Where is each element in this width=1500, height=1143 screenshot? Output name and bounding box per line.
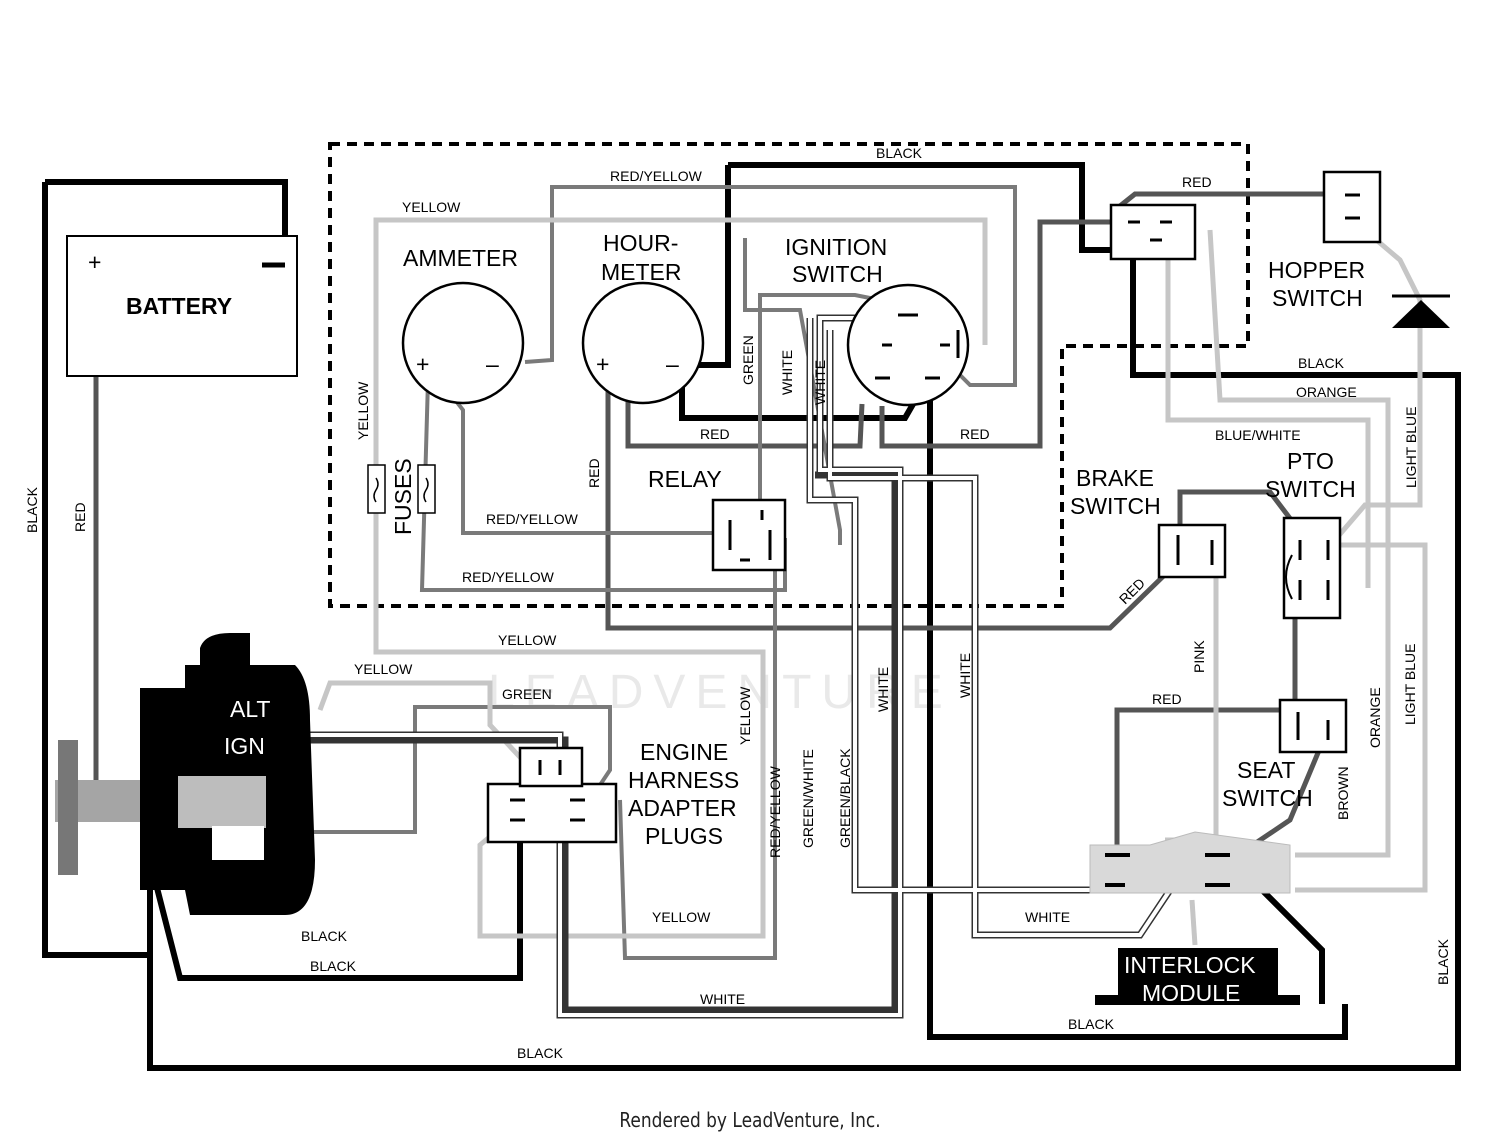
hopper-switch-label-line1: HOPPER xyxy=(1268,257,1365,283)
label-black-right-lower: BLACK xyxy=(1435,938,1451,985)
hour-meter: HOUR- METER + – xyxy=(581,230,705,405)
battery: BATTERY + xyxy=(66,235,298,377)
label-green-white: GREEN/WHITE xyxy=(800,749,816,848)
ammeter-negative-terminal: – xyxy=(486,351,499,377)
engine-harness-label-line4: PLUGS xyxy=(645,823,723,849)
label-black-right: BLACK xyxy=(1298,355,1345,371)
label-green-black: GREEN/BLACK xyxy=(837,748,853,848)
label-blue-white: BLUE/WHITE xyxy=(1215,427,1301,443)
relay: RELAY xyxy=(648,466,787,572)
alt-terminal-label: ALT xyxy=(230,696,270,722)
hour-meter-label-line2: METER xyxy=(601,259,682,285)
label-green-ignition: GREEN xyxy=(740,335,756,385)
label-red-yellow-lower: RED/YELLOW xyxy=(462,569,555,585)
label-white-ignition-2: WHITE xyxy=(812,360,828,405)
fuses: FUSES xyxy=(367,458,436,535)
interlock-module-label-line2: MODULE xyxy=(1142,980,1240,1006)
label-yellow-fuses: YELLOW xyxy=(355,381,371,440)
hour-meter-label-line1: HOUR- xyxy=(603,230,678,256)
engine-harness-adapter-plugs: ENGINE HARNESS ADAPTER PLUGS xyxy=(486,739,739,849)
hopper-switch-label-line2: SWITCH xyxy=(1272,285,1363,311)
yellow-and-blue-wires xyxy=(317,217,1428,946)
label-red-battery: RED xyxy=(72,502,88,532)
label-light-blue-seat: LIGHT BLUE xyxy=(1402,644,1418,725)
pto-switch: PTO SWITCH xyxy=(1265,448,1356,620)
label-light-blue-top: LIGHT BLUE xyxy=(1403,407,1419,488)
engine-harness-label-line2: HARNESS xyxy=(628,767,739,793)
label-white-mid-2: WHITE xyxy=(957,653,973,698)
label-yellow-bottom: YELLOW xyxy=(652,909,711,925)
fuses-label: FUSES xyxy=(390,458,416,535)
label-green-engine: GREEN xyxy=(502,686,552,702)
ignition-switch: IGNITION SWITCH xyxy=(785,234,970,407)
brake-switch-label-line1: BRAKE xyxy=(1076,465,1154,491)
label-red-yellow-relay: RED/YELLOW xyxy=(486,511,579,527)
ign-terminal-label: IGN xyxy=(224,733,265,759)
wire-labels: BLACK RED/YELLOW YELLOW RED BLACK ORANGE… xyxy=(24,145,1451,1061)
engine-harness-label-line1: ENGINE xyxy=(640,739,728,765)
label-orange-top: ORANGE xyxy=(1296,384,1357,400)
hour-meter-negative-terminal: – xyxy=(666,351,679,377)
pto-switch-label-line1: PTO xyxy=(1287,448,1334,474)
brake-switch: BRAKE SWITCH xyxy=(1070,465,1227,579)
label-white-ignition-1: WHITE xyxy=(779,350,795,395)
footer-credit: Rendered by LeadVenture, Inc. xyxy=(619,1108,881,1132)
label-yellow-alt: YELLOW xyxy=(354,661,413,677)
ammeter-label: AMMETER xyxy=(403,245,518,271)
label-white-bottom: WHITE xyxy=(700,991,745,1007)
ignition-switch-label-line2: SWITCH xyxy=(792,261,883,287)
brake-switch-label-line2: SWITCH xyxy=(1070,493,1161,519)
label-brown: BROWN xyxy=(1335,766,1351,820)
label-red-yellow-top: RED/YELLOW xyxy=(610,168,703,184)
interlock-module: INTERLOCK MODULE xyxy=(1089,831,1300,1006)
watermark: LEADVENTURE xyxy=(488,666,953,719)
label-white-mid-1: WHITE xyxy=(875,667,891,712)
label-orange-seat: ORANGE xyxy=(1367,687,1383,748)
label-white-interlock: WHITE xyxy=(1025,909,1070,925)
seat-switch-label-line2: SWITCH xyxy=(1222,785,1313,811)
relay-label: RELAY xyxy=(648,466,722,492)
label-yellow-engine: YELLOW xyxy=(737,686,753,745)
hopper-switch: HOPPER SWITCH xyxy=(1268,170,1450,328)
seat-switch: SEAT SWITCH xyxy=(1222,698,1348,811)
label-red-seat: RED xyxy=(1152,691,1182,707)
label-black-bottom: BLACK xyxy=(517,1045,564,1061)
label-red-hourmeter: RED xyxy=(700,426,730,442)
label-red-yellow-engine: RED/YELLOW xyxy=(767,765,783,858)
dash-panel-boundary xyxy=(328,142,1250,608)
diode-icon xyxy=(1392,300,1450,328)
label-red-relay: RED xyxy=(586,458,602,488)
hour-meter-positive-terminal: + xyxy=(596,351,609,377)
label-black-battery: BLACK xyxy=(24,486,40,533)
battery-label: BATTERY xyxy=(126,293,232,319)
label-red-hopper: RED xyxy=(1182,174,1212,190)
label-black-engine-2: BLACK xyxy=(310,958,357,974)
label-red-ignition: RED xyxy=(960,426,990,442)
pto-switch-label-line2: SWITCH xyxy=(1265,476,1356,502)
engine-alternator: ALT IGN xyxy=(55,633,315,915)
label-black-top: BLACK xyxy=(876,145,923,161)
label-pink: PINK xyxy=(1191,640,1207,673)
interlock-module-label-line1: INTERLOCK xyxy=(1124,952,1256,978)
label-yellow-top: YELLOW xyxy=(402,199,461,215)
ammeter-positive-terminal: + xyxy=(416,351,429,377)
ammeter: AMMETER + – xyxy=(401,245,525,405)
label-red-brake: RED xyxy=(1116,575,1148,607)
engine-harness-label-line3: ADAPTER xyxy=(628,795,737,821)
label-black-engine-1: BLACK xyxy=(301,928,348,944)
battery-positive-terminal: + xyxy=(88,249,101,275)
ignition-switch-label-line1: IGNITION xyxy=(785,234,887,260)
label-black-interlock: BLACK xyxy=(1068,1016,1115,1032)
hopper-connector xyxy=(1109,203,1197,261)
label-yellow-mid: YELLOW xyxy=(498,632,557,648)
seat-switch-label-line1: SEAT xyxy=(1237,757,1295,783)
